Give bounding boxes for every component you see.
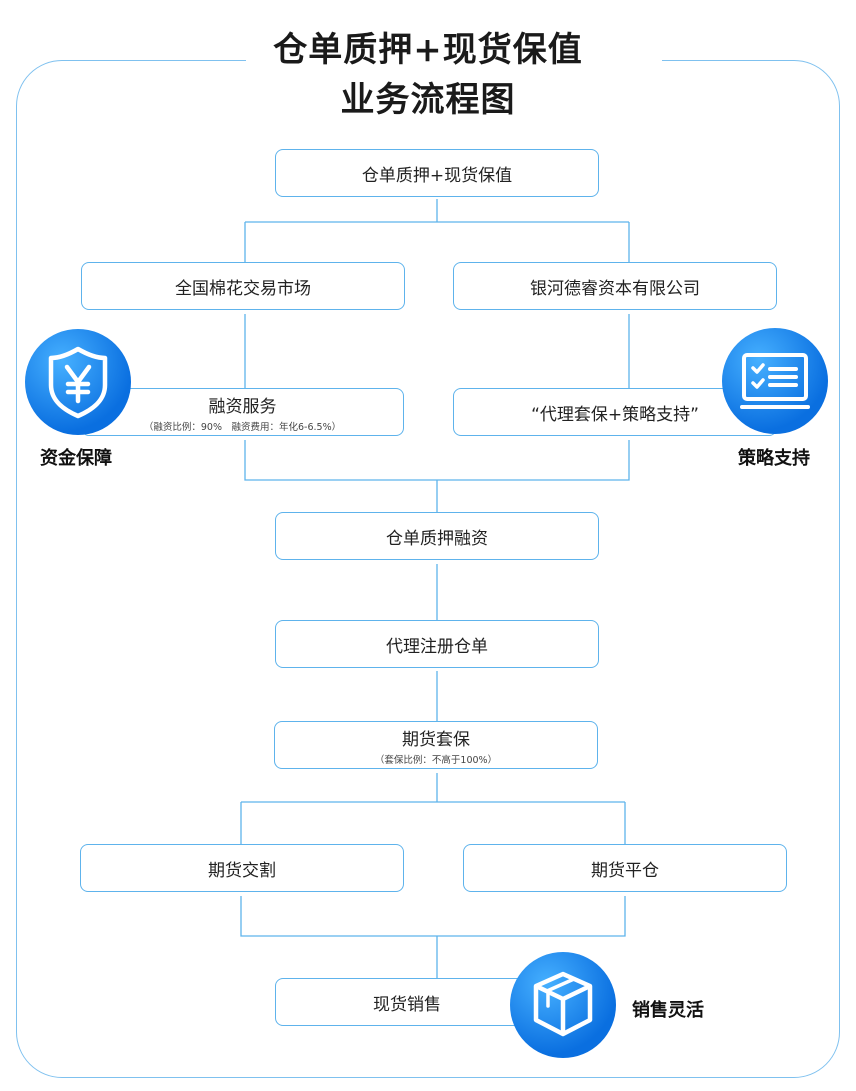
connector-root-split <box>244 199 630 262</box>
node-finance-label: 融资服务 <box>208 396 277 417</box>
node-market-label: 全国棉花交易市场 <box>175 278 311 299</box>
node-register-label: 代理注册仓单 <box>386 636 488 657</box>
connector-final-merge <box>240 896 626 978</box>
node-close: 期货平仓 <box>463 844 787 892</box>
diagram-title-line2: 业务流程图 <box>340 80 516 120</box>
diagram-title-line1: 仓单质押+现货保值 <box>273 30 583 70</box>
node-sales-label: 现货销售 <box>373 994 441 1015</box>
funds-badge-label: 资金保障 <box>40 448 112 469</box>
node-close-label: 期货平仓 <box>591 860 659 881</box>
node-delivery: 期货交割 <box>80 844 404 892</box>
node-hedge-note: （套保比例：不高于100%） <box>374 754 498 766</box>
connector-hedge-split <box>240 773 626 844</box>
connector-merge <box>244 440 630 512</box>
strategy-badge-label: 策略支持 <box>738 448 810 469</box>
node-finance-note: （融资比例：90% 融资费用：年化6-6.5%） <box>143 421 342 433</box>
yen-shield-icon <box>48 346 108 419</box>
connector-level2 <box>244 314 630 388</box>
node-hedge-label: 期货套保 <box>402 729 470 750</box>
node-company: 银河德睿资本有限公司 <box>453 262 777 310</box>
node-strategy: “代理套保+策略支持” <box>453 388 777 436</box>
node-hedge: 期货套保 （套保比例：不高于100%） <box>274 721 598 769</box>
node-root-label: 仓单质押+现货保值 <box>361 165 513 186</box>
checklist-monitor-icon <box>740 353 810 409</box>
node-root: 仓单质押+现货保值 <box>275 149 599 197</box>
node-market: 全国棉花交易市场 <box>81 262 405 310</box>
strategy-badge <box>722 328 828 434</box>
title-backdrop <box>246 40 662 80</box>
package-box-icon <box>533 971 593 1037</box>
node-finance: 融资服务 （融资比例：90% 融资费用：年化6-6.5%） <box>81 388 404 436</box>
node-register: 代理注册仓单 <box>275 620 599 668</box>
sales-badge <box>510 952 616 1058</box>
node-pledge-label: 仓单质押融资 <box>386 528 488 549</box>
funds-badge <box>25 329 131 435</box>
node-pledge: 仓单质押融资 <box>275 512 599 560</box>
node-company-label: 银河德睿资本有限公司 <box>530 278 700 299</box>
node-strategy-label: “代理套保+策略支持” <box>531 404 699 425</box>
sales-badge-label: 销售灵活 <box>632 1000 704 1021</box>
node-delivery-label: 期货交割 <box>208 860 276 881</box>
